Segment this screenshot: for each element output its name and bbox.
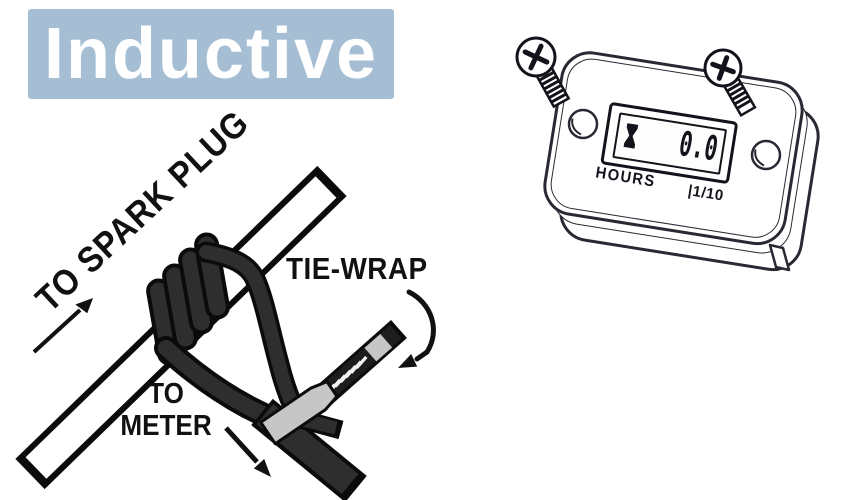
lcd-display: 0.0 <box>600 101 739 185</box>
hourglass-icon <box>623 123 639 149</box>
to-meter-label-line2: METER <box>120 410 212 442</box>
phillips-cross-icon <box>522 43 550 71</box>
to-meter-label: TO METER <box>110 378 222 442</box>
to-spark-plug-label: TO SPARK PLUG <box>27 101 257 320</box>
tie-wrap <box>259 320 407 446</box>
inductive-badge: Inductive <box>28 9 394 99</box>
lcd-screen: 0.0 <box>612 112 728 175</box>
tie-wrap-label: TIE-WRAP <box>286 251 428 286</box>
to-meter-label-line1: TO <box>148 378 184 410</box>
tie-wrap-pointer-arrow <box>398 289 436 368</box>
induction-coil <box>146 232 230 366</box>
hour-meter: 0.0 HOURS |1/10 <box>539 47 808 250</box>
tie-wrap-head <box>259 380 339 446</box>
tie-wrap-serrations <box>318 355 368 402</box>
meter-direction-arrow <box>224 426 271 477</box>
lcd-value: 0.0 <box>675 124 721 170</box>
badge-label: Inductive <box>43 14 379 94</box>
